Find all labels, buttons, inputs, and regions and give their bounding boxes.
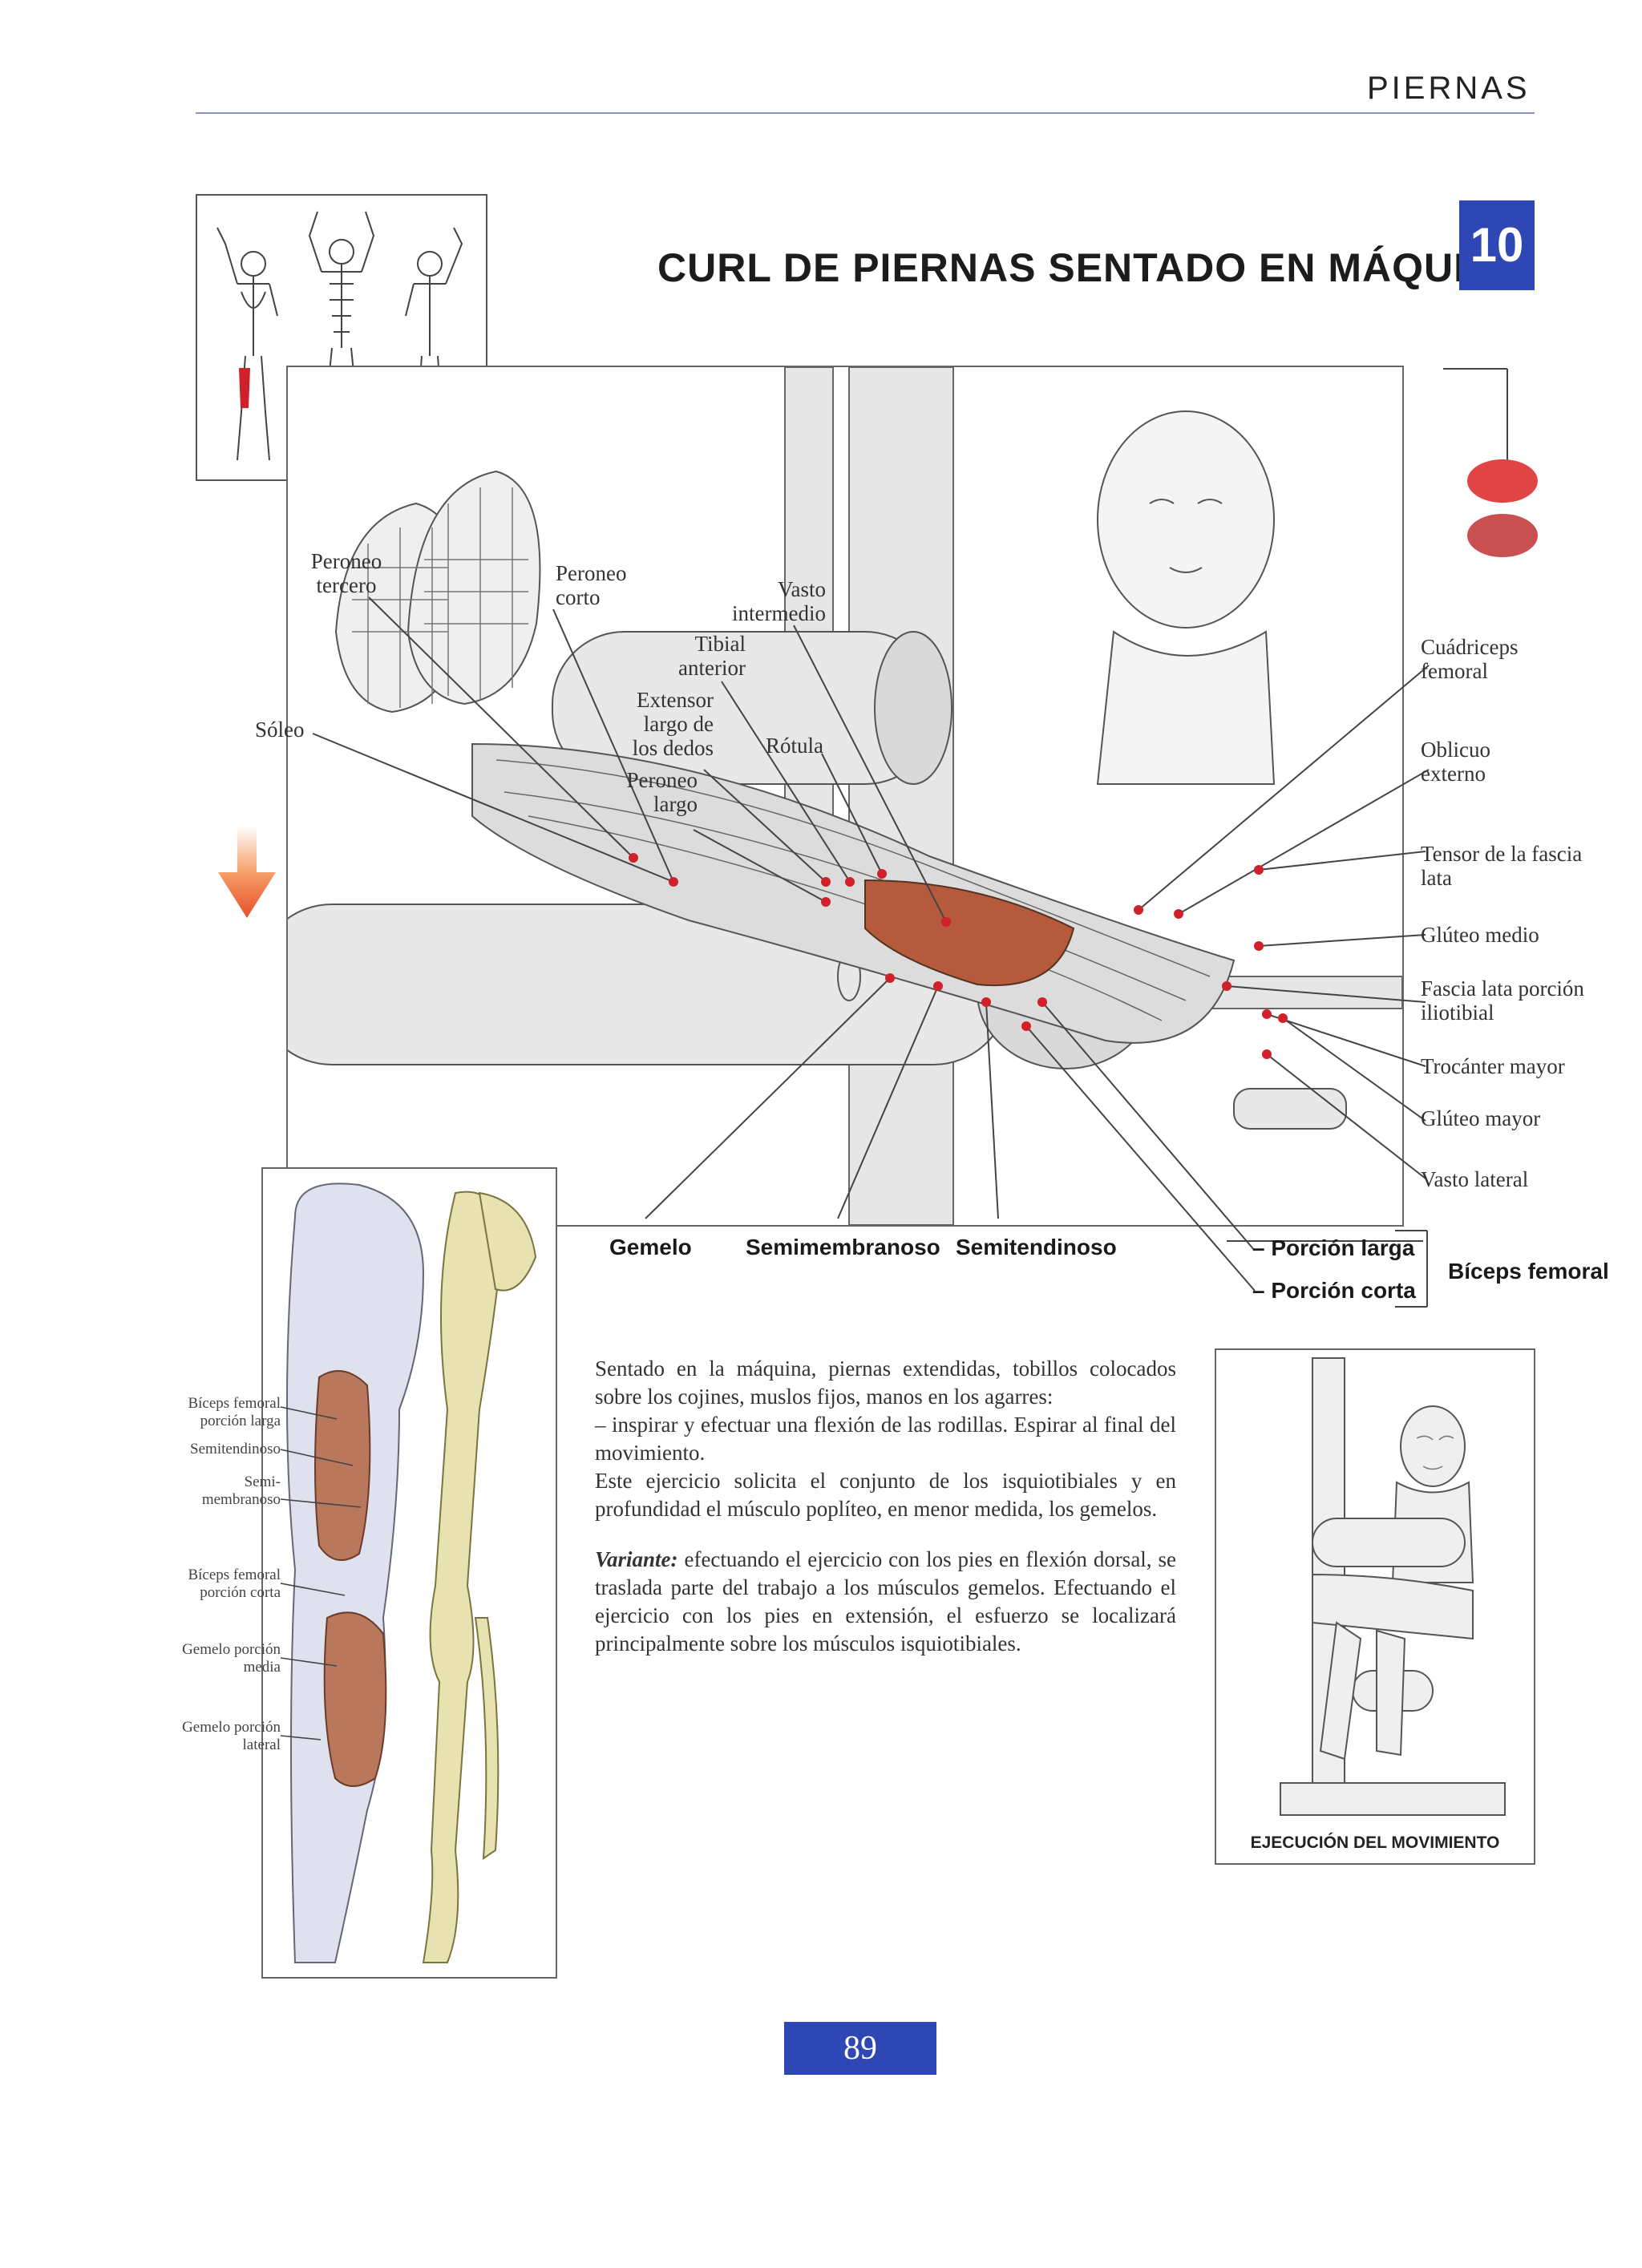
page-number: 89: [784, 2022, 936, 2075]
execution-illustration: [1280, 1357, 1506, 1816]
label-peroneo-corto: Peroneo corto: [556, 561, 627, 609]
section-title: PIERNAS: [1367, 71, 1531, 106]
leg-label-semimembranoso: Semi- membranoso: [201, 1474, 281, 1508]
label-gluteo-mayor: Glúteo mayor: [1421, 1106, 1541, 1130]
leg-label-gemelo-media: Gemelo porción media: [182, 1641, 281, 1676]
label-semimembranoso: Semimembranoso: [746, 1235, 940, 1259]
label-porcion-larga: – Porción larga: [1252, 1235, 1415, 1260]
label-trocanter: Trocánter mayor: [1421, 1054, 1565, 1078]
description-setup: Sentado en la máquina, piernas extendida…: [595, 1356, 1176, 1409]
label-vasto-intermedio: Vasto intermedio: [732, 577, 826, 625]
main-illustration: [255, 366, 1404, 1227]
header-rule: [196, 112, 1535, 114]
secondary-muscle-indicator: [1467, 514, 1538, 557]
exercise-description: Sentado en la máquina, piernas extendida…: [595, 1355, 1176, 1658]
description-variant: Variante: efectuando el ejercicio con lo…: [595, 1546, 1176, 1658]
primary-muscle-indicator: [1467, 459, 1538, 503]
label-extensor-largo: Extensor largo de los dedos: [632, 688, 714, 760]
execution-figure: [1215, 1348, 1535, 1865]
variant-label: Variante:: [595, 1547, 678, 1571]
leg-label-gemelo-lateral: Gemelo porción lateral: [182, 1719, 281, 1753]
variant-text: efectuando el ejercicio con los pies en …: [595, 1547, 1176, 1656]
movement-arrow-icon: [218, 826, 276, 918]
label-peroneo-largo: Peroneo largo: [626, 768, 698, 816]
hamstring-muscle: [864, 879, 1075, 987]
leg-anatomy-illustration: [286, 1183, 537, 1963]
label-soleo: Sóleo: [255, 718, 305, 742]
label-biceps-femoral: Bíceps femoral: [1448, 1259, 1609, 1284]
leg-label-biceps-corta: Bíceps femoral porción corta: [188, 1567, 281, 1601]
label-oblicuo: Oblicuo externo: [1421, 738, 1490, 786]
leg-label-biceps-larga: Bíceps femoral porción larga: [188, 1395, 281, 1429]
label-cuadriceps: Cuádriceps femoral: [1421, 635, 1519, 683]
label-gluteo-medio: Glúteo medio: [1421, 923, 1539, 947]
seated-leg-curl-illustration: [255, 366, 1403, 1226]
label-fascia-lata: Fascia lata porción iliotibial: [1421, 976, 1584, 1025]
leg-anatomy-figure: [261, 1167, 557, 1979]
execution-caption: EJECUCIÓN DEL MOVIMIENTO: [1250, 1833, 1500, 1852]
label-rotula: Rótula: [766, 734, 823, 758]
exercise-number-badge: 10: [1459, 200, 1535, 290]
label-porcion-corta: – Porción corta: [1252, 1278, 1416, 1303]
label-peroneo-tercero: Peroneo tercero: [310, 549, 382, 597]
label-semitendinoso: Semitendinoso: [956, 1235, 1117, 1259]
label-gemelo: Gemelo: [609, 1235, 692, 1259]
label-tensor: Tensor de la fascia lata: [1421, 842, 1583, 890]
description-muscles: Este ejercicio solicita el conjunto de l…: [595, 1469, 1176, 1521]
label-tibial-anterior: Tibial anterior: [678, 632, 746, 680]
leg-label-semitendinoso: Semitendinoso: [190, 1441, 281, 1457]
description-step: – inspirar y efectuar una flexión de las…: [595, 1413, 1176, 1465]
exercise-title: CURL DE PIERNAS SENTADO EN MÁQUINA: [657, 245, 1526, 290]
label-vasto-lateral: Vasto lateral: [1421, 1167, 1529, 1191]
